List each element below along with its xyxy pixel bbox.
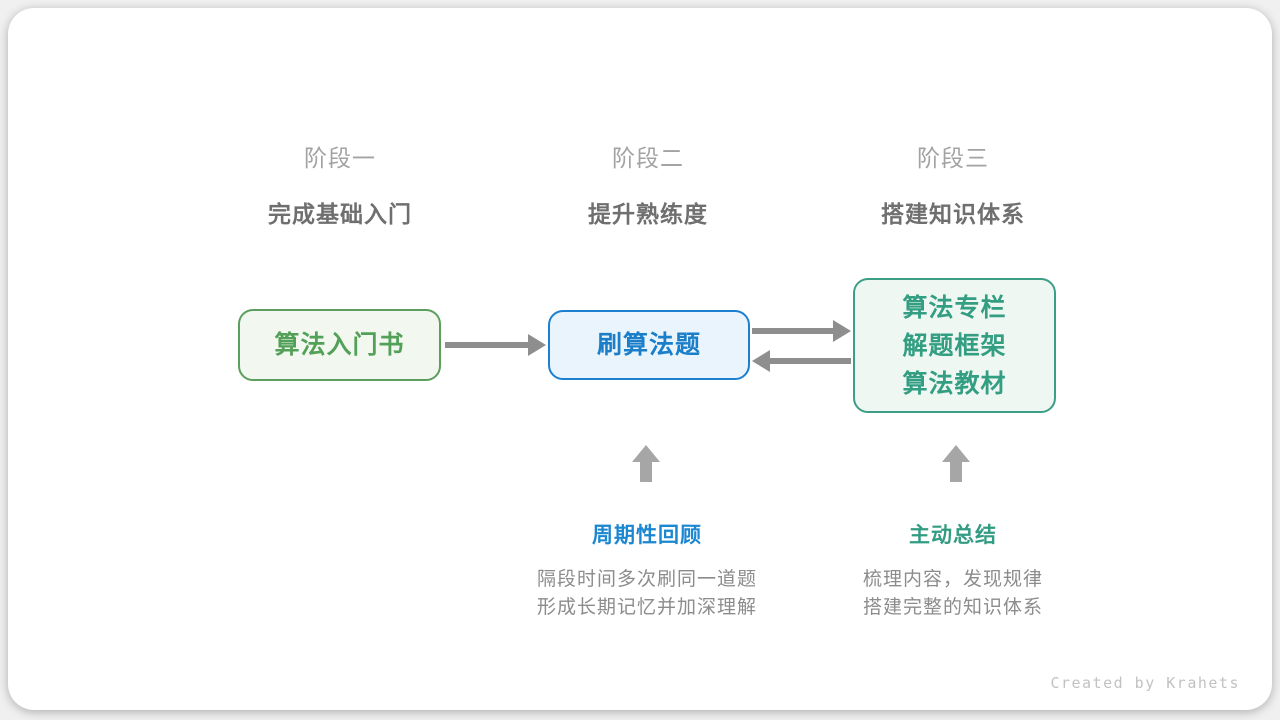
node-intro-book-label: 算法入门书 xyxy=(274,331,405,359)
arrow-head xyxy=(752,350,770,372)
stage-3-label: 阶段三 xyxy=(917,145,989,171)
arrow-head xyxy=(942,445,970,462)
node-knowledge-line-3: 算法教材 xyxy=(902,369,1007,398)
diagram-card: 阶段一 完成基础入门 阶段二 提升熟练度 阶段三 搭建知识体系 算法入门书 刷算… xyxy=(8,8,1272,710)
arrow-shaft xyxy=(445,342,530,348)
stage-3-subtitle: 搭建知识体系 xyxy=(881,201,1025,227)
stage-header-2: 阶段二 提升熟练度 xyxy=(498,139,798,229)
node-knowledge-resources: 算法专栏 解题框架 算法教材 xyxy=(853,278,1056,413)
node-practice-problems: 刷算法题 xyxy=(548,310,750,380)
credit-text: Created by Krahets xyxy=(1050,674,1240,692)
arrow-stem xyxy=(950,462,962,482)
arrow-head xyxy=(632,445,660,462)
arrow-head xyxy=(528,334,546,356)
node-intro-book: 算法入门书 xyxy=(238,309,441,381)
up-arrow-icon xyxy=(942,445,970,482)
arrow-right-icon xyxy=(752,319,851,343)
node-practice-problems-label: 刷算法题 xyxy=(596,331,701,359)
annotation-active-summary-desc: 梳理内容，发现规律 搭建完整的知识体系 xyxy=(793,566,1113,622)
arrow-shaft xyxy=(768,358,851,364)
annotation-desc-line: 形成长期记忆并加深理解 xyxy=(536,597,757,618)
arrow-stem xyxy=(640,462,652,482)
up-arrow-icon xyxy=(632,445,660,482)
annotation-periodic-review-title: 周期性回顾 xyxy=(592,524,702,547)
annotation-desc-line: 隔段时间多次刷同一道题 xyxy=(536,569,757,590)
arrow-head xyxy=(833,320,851,342)
arrow-shaft xyxy=(752,328,835,334)
node-knowledge-line-1: 算法专栏 xyxy=(902,293,1007,322)
stage-1-subtitle: 完成基础入门 xyxy=(268,201,412,227)
arrow-right-icon xyxy=(445,333,546,357)
stage-2-label: 阶段二 xyxy=(612,145,684,171)
annotation-periodic-review-desc: 隔段时间多次刷同一道题 形成长期记忆并加深理解 xyxy=(487,566,807,622)
annotation-active-summary-title: 主动总结 xyxy=(909,524,997,547)
stage-2-subtitle: 提升熟练度 xyxy=(588,201,708,227)
stage-1-label: 阶段一 xyxy=(304,145,376,171)
annotation-desc-line: 搭建完整的知识体系 xyxy=(862,597,1043,618)
stage-header-3: 阶段三 搭建知识体系 xyxy=(803,139,1103,229)
arrow-left-icon xyxy=(752,349,851,373)
stage-header-1: 阶段一 完成基础入门 xyxy=(190,139,490,229)
annotation-desc-line: 梳理内容，发现规律 xyxy=(862,569,1043,590)
node-knowledge-line-2: 解题框架 xyxy=(902,331,1007,360)
